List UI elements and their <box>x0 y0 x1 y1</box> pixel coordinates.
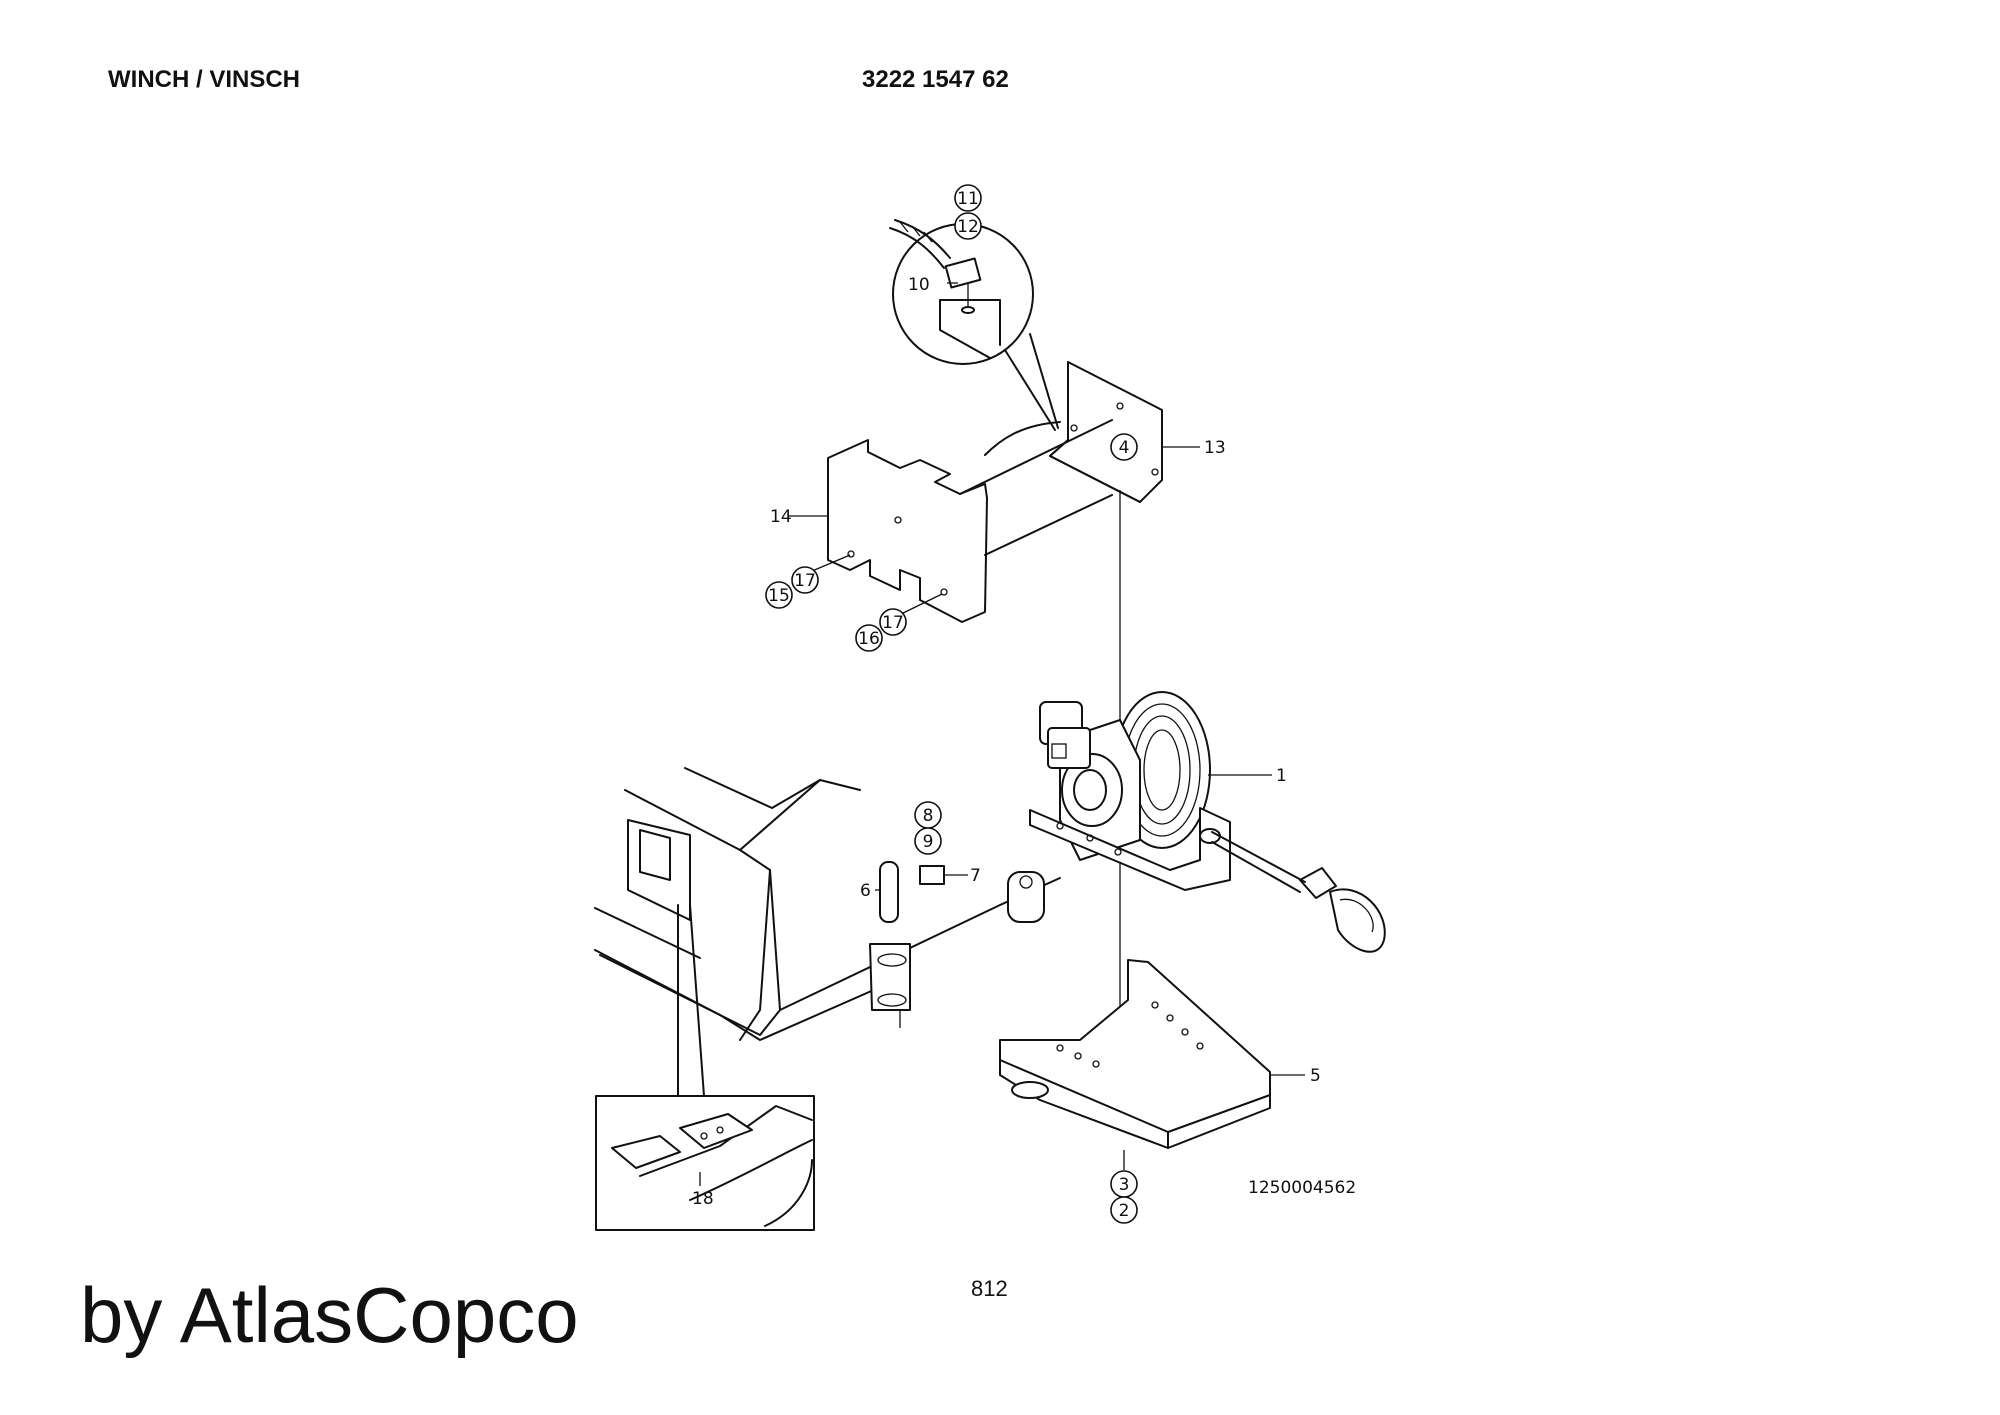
svg-text:9: 9 <box>923 832 934 852</box>
callout-17b: 17 <box>879 608 907 636</box>
cover-plate <box>827 419 1113 623</box>
callout-8: 8 <box>914 801 942 829</box>
callout-5: 5 <box>1310 1066 1321 1086</box>
svg-text:5: 5 <box>1310 1066 1321 1086</box>
svg-text:7: 7 <box>970 866 981 886</box>
callout-9: 9 <box>914 827 942 855</box>
strap-detail-box <box>595 904 815 1231</box>
callout-15: 15 <box>765 581 793 609</box>
cable-lug-detail <box>889 219 1059 431</box>
svg-text:13: 13 <box>1204 438 1226 458</box>
svg-text:3: 3 <box>1119 1175 1130 1195</box>
svg-text:2: 2 <box>1119 1201 1130 1221</box>
callout-7: 7 <box>970 866 981 886</box>
part-number: 3222 1547 62 <box>862 66 1009 93</box>
mounting-plate <box>999 959 1271 1149</box>
callout-18: 18 <box>692 1189 714 1209</box>
svg-text:18: 18 <box>692 1189 714 1209</box>
callout-4: 4 <box>1110 433 1138 461</box>
page-number: 812 <box>971 1276 1008 1301</box>
svg-text:4: 4 <box>1119 438 1130 458</box>
svg-text:11: 11 <box>957 189 979 209</box>
machine-frame <box>594 767 1061 1041</box>
svg-text:16: 16 <box>858 629 880 649</box>
callout-11: 11 <box>954 184 982 212</box>
winch-unit <box>1029 691 1386 953</box>
svg-text:17: 17 <box>882 613 904 633</box>
callout-13: 13 <box>1204 438 1226 458</box>
callout-14: 14 <box>770 507 792 527</box>
svg-text:1: 1 <box>1276 766 1287 786</box>
svg-text:17: 17 <box>794 571 816 591</box>
svg-text:14: 14 <box>770 507 792 527</box>
page-title: WINCH / VINSCH <box>108 66 300 93</box>
callout-1: 1 <box>1276 766 1287 786</box>
svg-text:10: 10 <box>908 275 930 295</box>
callout-3: 3 <box>1110 1170 1138 1198</box>
svg-text:12: 12 <box>957 217 979 237</box>
brand-watermark: by AtlasCopco <box>80 1271 579 1359</box>
svg-text:8: 8 <box>923 806 934 826</box>
callout-17a: 17 <box>791 566 819 594</box>
callout-16: 16 <box>855 624 883 652</box>
svg-text:15: 15 <box>768 586 790 606</box>
callout-2: 2 <box>1110 1196 1138 1224</box>
drawing-id: 1250004562 <box>1248 1178 1356 1198</box>
callout-10: 10 <box>908 275 930 295</box>
callout-6: 6 <box>860 881 871 901</box>
callout-12: 12 <box>954 212 982 240</box>
svg-text:6: 6 <box>860 881 871 901</box>
mounting-bracket <box>984 361 1163 503</box>
